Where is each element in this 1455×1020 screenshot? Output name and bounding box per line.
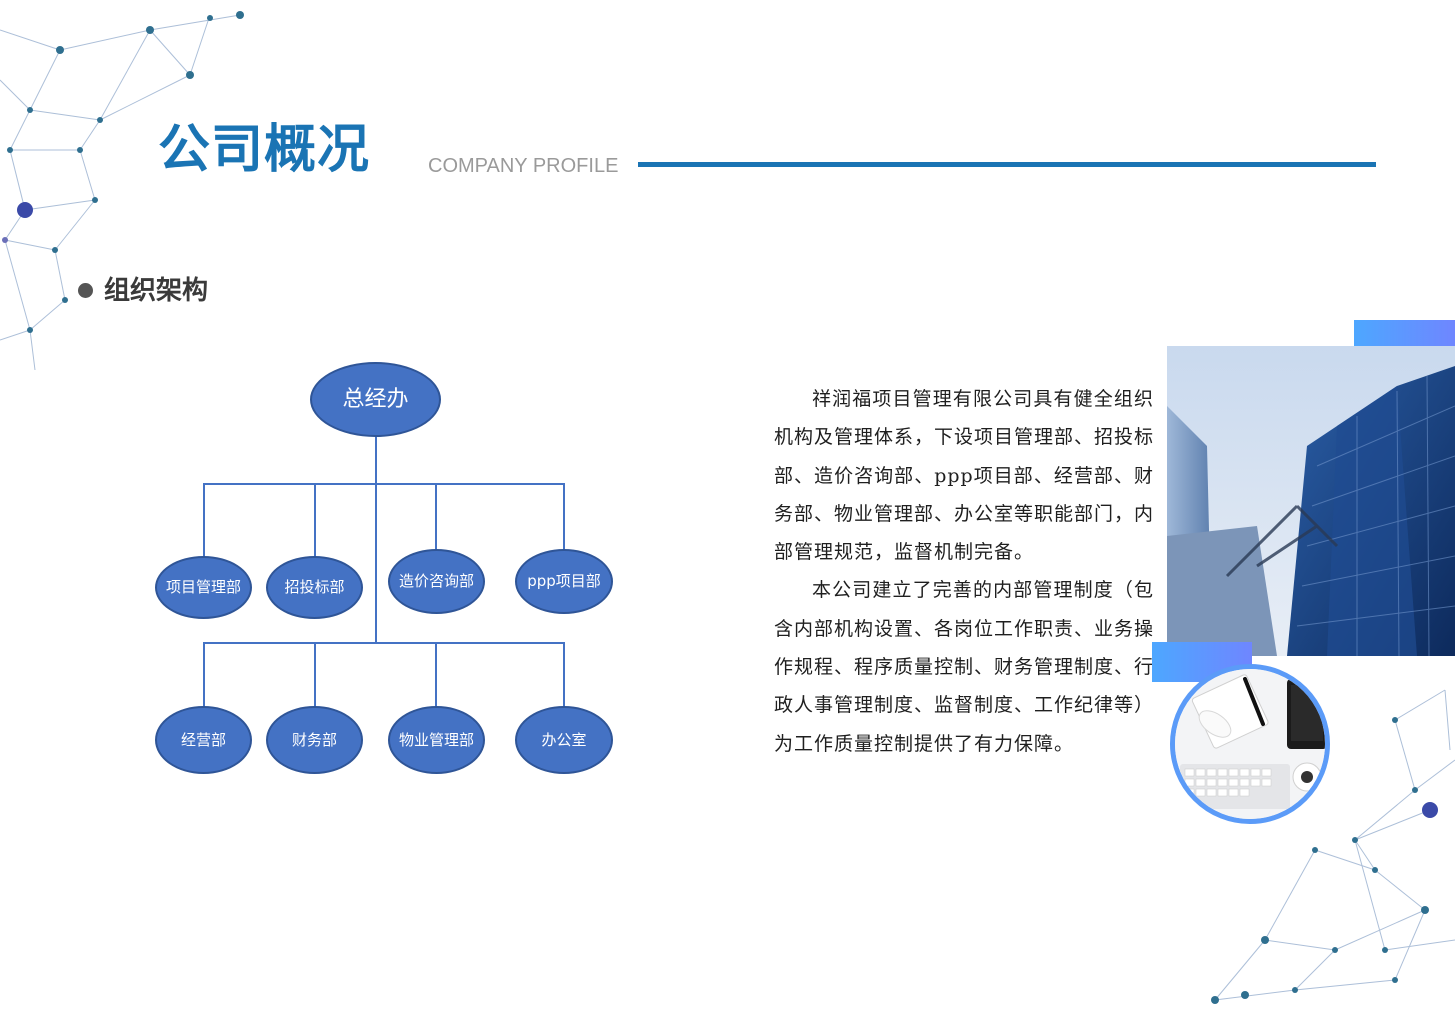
org-node-row2: 物业管理部	[388, 706, 485, 774]
bullet-icon	[78, 283, 93, 298]
desk-photo	[1170, 664, 1330, 824]
title-divider	[638, 162, 1376, 167]
connector-row2-drop	[314, 642, 316, 708]
org-node-row2: 办公室	[515, 706, 613, 774]
connector-row1-drop	[563, 483, 565, 551]
connector-row1-drop	[203, 483, 205, 558]
org-node-row1: 造价咨询部	[388, 549, 485, 614]
building-photo	[1167, 346, 1455, 656]
network-decoration-bottom-right	[1211, 689, 1455, 1004]
org-node-row1: 项目管理部	[155, 556, 252, 619]
org-node-top: 总经办	[310, 362, 441, 437]
connector-row1-drop	[314, 483, 316, 558]
connector-trunk	[375, 436, 377, 642]
description-paragraph: 本公司建立了完善的内部管理制度（包含内部机构设置、各岗位工作职责、业务操作规程、…	[774, 579, 1155, 755]
company-description: 祥润福项目管理有限公司具有健全组织机构及管理体系，下设项目管理部、招投标部、造价…	[774, 380, 1154, 763]
connector-row2-drop	[563, 642, 565, 708]
org-node-row1: ppp项目部	[515, 549, 613, 614]
section-heading: 组织架构	[104, 276, 209, 306]
connector-row1-bar	[203, 483, 565, 485]
page-title: 公司概况	[158, 120, 371, 180]
description-paragraph: 祥润福项目管理有限公司具有健全组织机构及管理体系，下设项目管理部、招投标部、造价…	[774, 388, 1155, 564]
page-subtitle: COMPANY PROFILE	[428, 155, 619, 177]
org-node-row2: 经营部	[155, 706, 252, 774]
connector-row1-drop	[435, 483, 437, 551]
network-decoration-top-left	[0, 11, 244, 371]
org-node-row2: 财务部	[266, 706, 363, 774]
org-node-row1: 招投标部	[266, 556, 363, 619]
connector-row2-bar	[203, 642, 565, 644]
connector-row2-drop	[203, 642, 205, 708]
connector-row2-drop	[435, 642, 437, 708]
